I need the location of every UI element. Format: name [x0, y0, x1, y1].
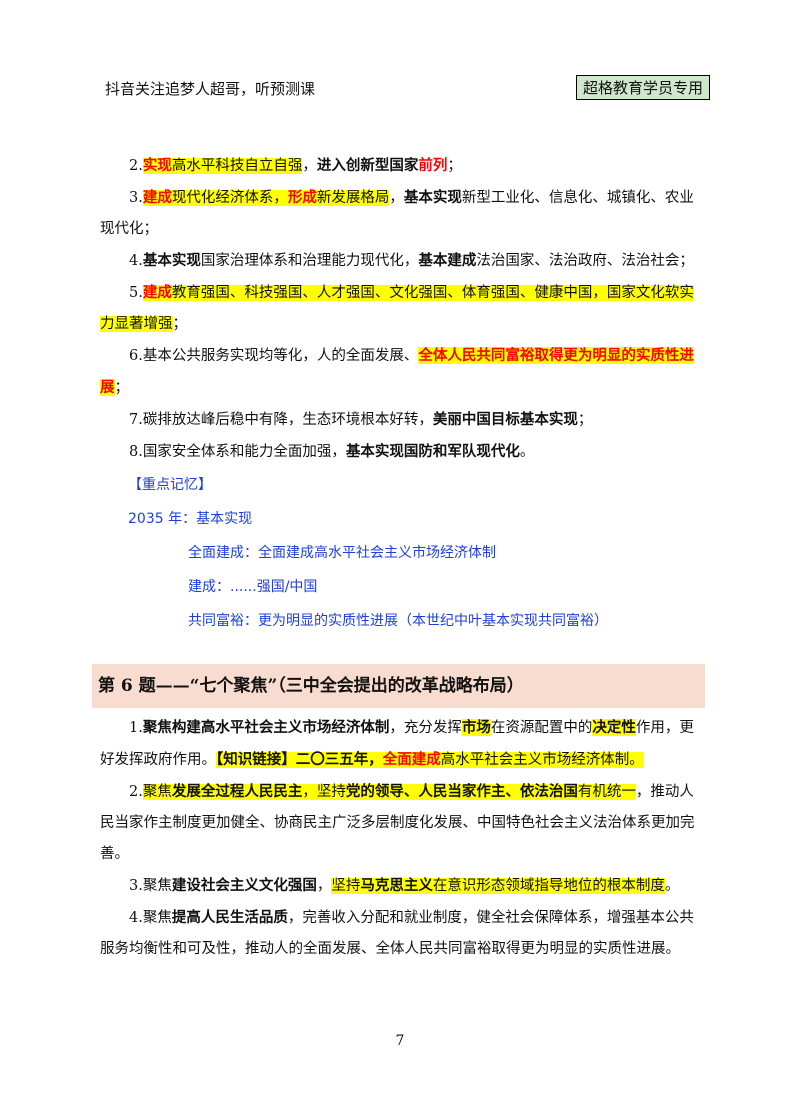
- memo-line: 共同富裕：更为明显的实质性进展（本世纪中叶基本实现共同富裕）: [188, 613, 608, 629]
- question-heading: 第 6 题——“七个聚焦”（三中全会提出的改革战略布局）: [92, 664, 705, 708]
- memo-year: 2035 年：基本实现: [128, 511, 253, 527]
- list-item: 4.聚焦提高人民生活品质，完善收入分配和就业制度，健全社会保障体系，增强基本公共…: [100, 909, 694, 957]
- memo-title: 【重点记忆】: [128, 477, 212, 493]
- header-note: 抖音关注追梦人超哥，听预测课: [105, 80, 316, 98]
- list-item: 1.聚焦构建高水平社会主义市场经济体制，充分发挥市场在资源配置中的决定性作用，更…: [100, 719, 694, 768]
- list-item: 3.聚焦建设社会主义文化强国，坚持马克思主义在意识形态领域指导地位的根本制度。: [129, 877, 680, 894]
- list-item: 5.建成教育强国、科技强国、人才强国、文化强国、体育强国、健康中国，国家文化软实…: [100, 284, 694, 332]
- memo-line: 建成：......强国/中国: [188, 579, 318, 595]
- list-item: 7.碳排放达峰后稳中有降，生态环境根本好转，美丽中国目标基本实现；: [129, 411, 593, 428]
- question-body: 1.聚焦构建高水平社会主义市场经济体制，充分发挥市场在资源配置中的决定性作用，更…: [100, 712, 705, 965]
- list-item: 2.聚焦发展全过程人民民主，坚持党的领导、人民当家作主、依法治国有机统一，推动人…: [100, 783, 695, 862]
- header-badge: 超格教育学员专用: [576, 75, 711, 100]
- list-item: 2.实现高水平科技自立自强，进入创新型国家前列；: [129, 157, 462, 174]
- page-number: 7: [395, 1033, 405, 1049]
- list-item: 3.建成现代化经济体系，形成新发展格局，基本实现新型工业化、信息化、城镇化、农业…: [100, 189, 694, 237]
- list-item: 8.国家安全体系和能力全面加强，基本实现国防和军队现代化。: [129, 443, 535, 460]
- list-item: 4.基本实现国家治理体系和治理能力现代化，基本建成法治国家、法治政府、法治社会；: [129, 252, 694, 269]
- memory-notes: 【重点记忆】 2035 年：基本实现 全面建成：全面建成高水平社会主义市场经济体…: [100, 468, 705, 638]
- goals-list: 2.实现高水平科技自立自强，进入创新型国家前列； 3.建成现代化经济体系，形成新…: [100, 150, 705, 638]
- memo-line: 全面建成：全面建成高水平社会主义市场经济体制: [188, 545, 496, 561]
- list-item: 6.基本公共服务实现均等化，人的全面发展、全体人民共同富裕取得更为明显的实质性进…: [100, 347, 694, 396]
